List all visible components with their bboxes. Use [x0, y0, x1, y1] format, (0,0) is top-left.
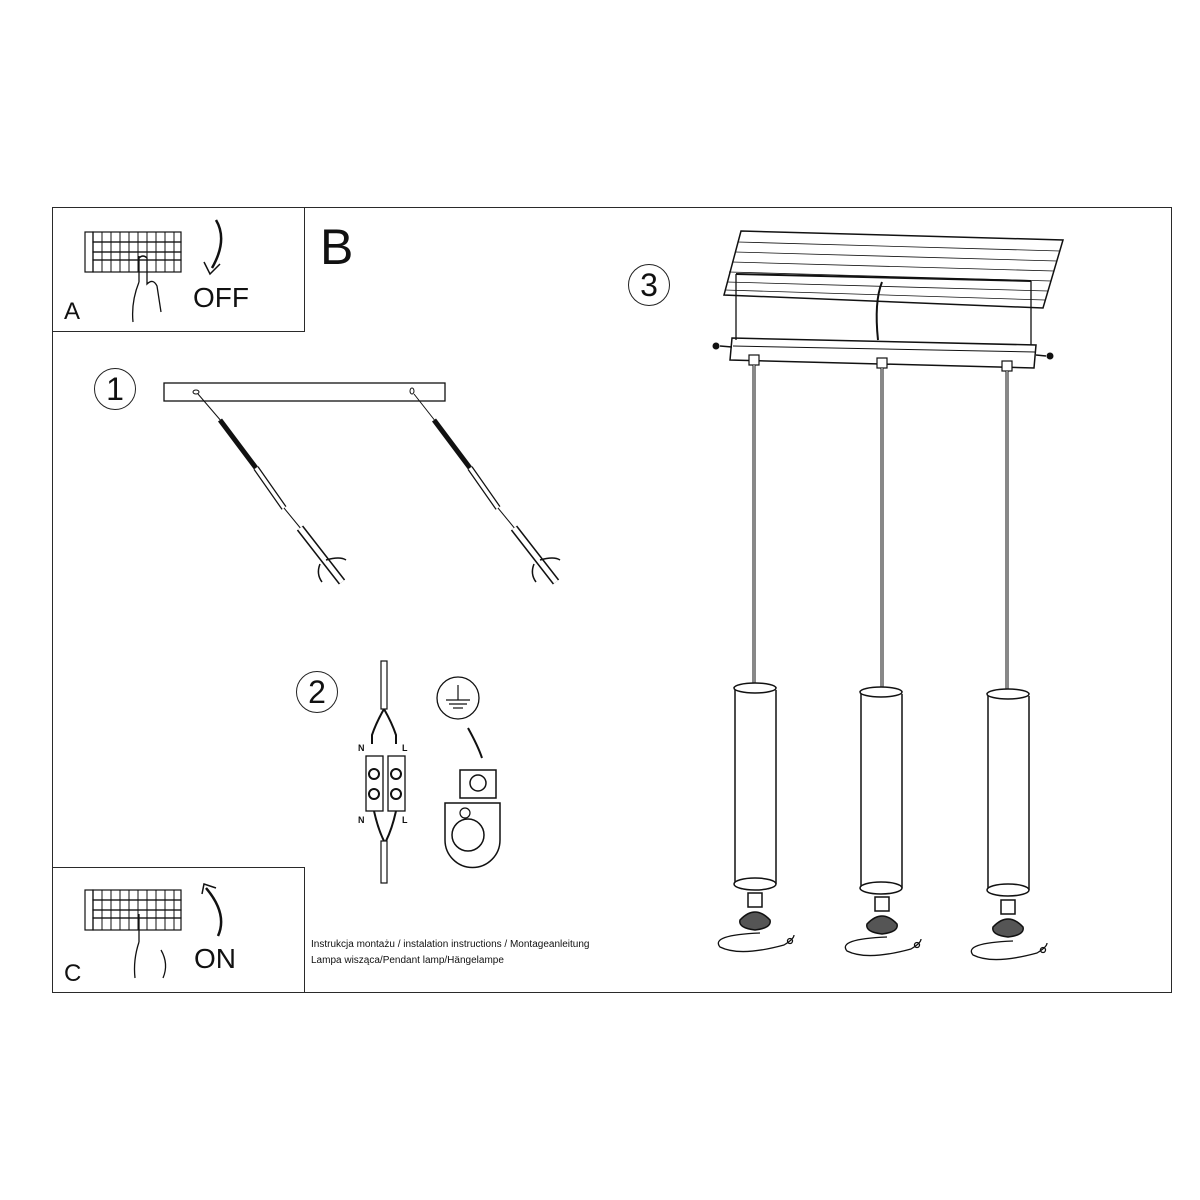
step-2-badge: 2	[296, 671, 338, 713]
breaker-panel-icon	[84, 231, 182, 323]
breaker-panel-icon	[84, 889, 182, 979]
panel-letter: C	[64, 960, 82, 987]
power-state-label: ON	[194, 943, 236, 974]
terminal-label-l-bottom: L	[402, 815, 408, 825]
caption-line-product: Lampa wisząca/Pendant lamp/Hängelampe	[311, 955, 504, 966]
step-3-badge: 3	[628, 264, 670, 306]
arrow-up-icon	[201, 883, 223, 937]
diagram-frame	[52, 207, 1172, 993]
instruction-caption: Instrukcja montażu / instalation instruc…	[311, 937, 590, 969]
panel-c-power-on: C ON	[52, 867, 305, 993]
terminal-label-n-top: N	[358, 743, 365, 753]
arrow-down-icon	[203, 219, 223, 276]
power-state-label: OFF	[193, 282, 249, 313]
caption-line-title: Instrukcja montażu / instalation instruc…	[311, 939, 590, 950]
terminal-label-l-top: L	[402, 743, 408, 753]
section-letter-b: B	[320, 219, 354, 275]
panel-a-power-off: A OFF	[52, 207, 305, 332]
step-1-badge: 1	[94, 368, 136, 410]
panel-letter: A	[64, 298, 81, 325]
terminal-label-n-bottom: N	[358, 815, 365, 825]
